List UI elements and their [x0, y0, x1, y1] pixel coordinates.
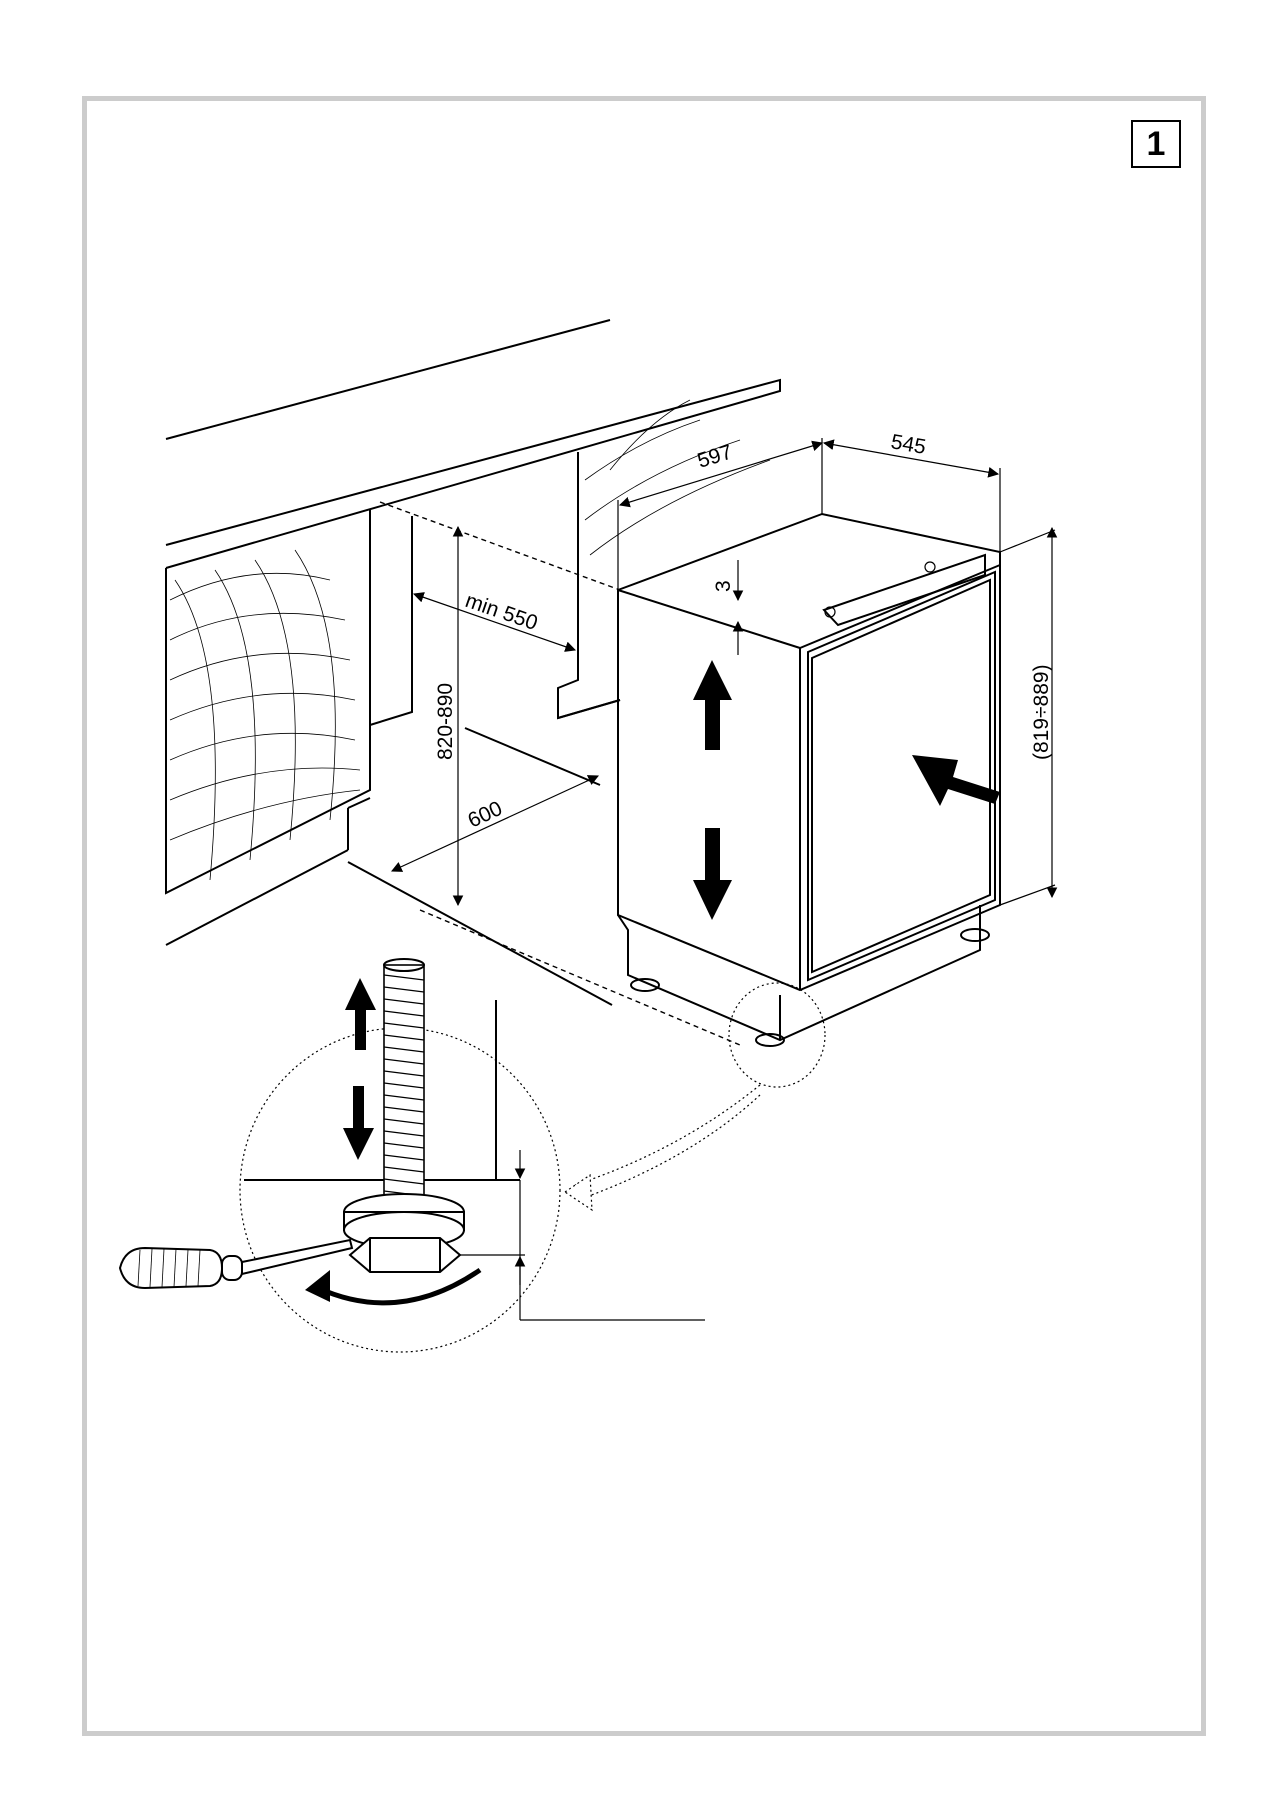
kitchen-niche — [166, 320, 780, 1045]
move-down-arrow — [693, 828, 732, 920]
wall-hatching-left — [170, 550, 360, 880]
push-in-arrow — [912, 755, 1000, 806]
dim-gap-3: 3 — [712, 580, 735, 592]
dim-min-550: min 550 — [462, 589, 540, 635]
foot-up-down-arrows — [343, 978, 376, 1160]
dim-width-597: 597 — [695, 441, 735, 473]
dim-height-819-889: (819÷889) — [1030, 664, 1053, 760]
wall-hatching-right — [585, 400, 770, 555]
rotate-arrow — [305, 1270, 480, 1303]
dim-width-600: 600 — [464, 797, 505, 833]
move-up-arrow — [693, 660, 732, 750]
dim-height-820-890: 820-890 — [434, 683, 457, 760]
adjustable-foot-detail — [244, 959, 705, 1320]
dimension-lines — [392, 438, 1055, 905]
dim-depth-545: 545 — [889, 430, 928, 459]
